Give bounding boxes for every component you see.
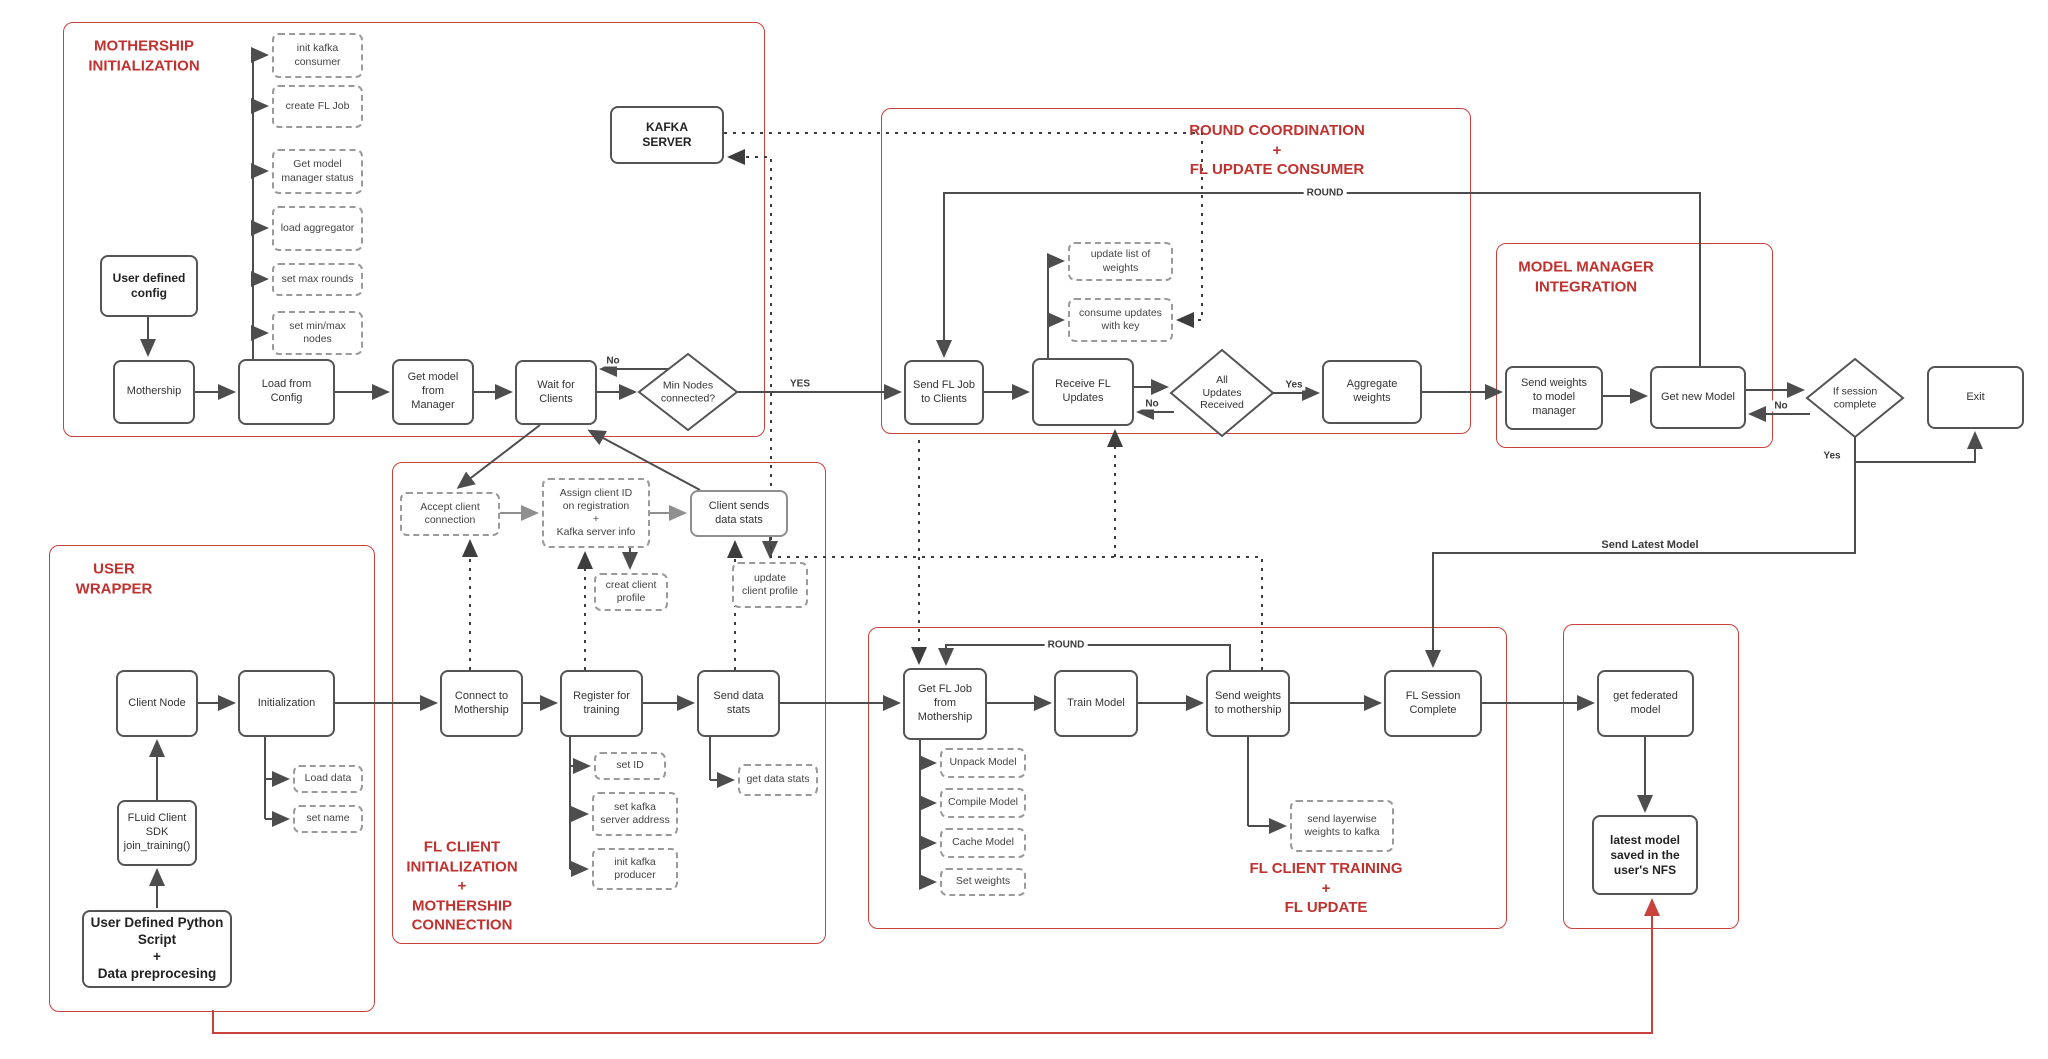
node-load-data: Load data: [293, 765, 363, 793]
edge-label-no-min-nodes: No: [603, 355, 623, 367]
node-set-max-rounds: set max rounds: [272, 263, 363, 296]
node-kafka-server: KAFKA SERVER: [610, 106, 724, 164]
node-wait-for-clients: Wait for Clients: [515, 360, 597, 425]
node-load-from-config: Load from Config: [238, 359, 335, 425]
section-model-manager: [1496, 243, 1773, 448]
node-init-kafka-consumer: init kafka consumer: [272, 33, 363, 78]
node-connect-to-mothership: Connect to Mothership: [440, 670, 523, 737]
node-get-fl-job-from-mothership: Get FL Job from Mothership: [903, 668, 987, 740]
node-set-weights: Set weights: [940, 868, 1026, 896]
node-mothership: Mothership: [113, 360, 195, 424]
node-set-name: set name: [293, 805, 363, 833]
section-title-model-manager: MODEL MANAGER INTEGRATION: [1518, 258, 1654, 296]
node-get-federated-model: get federated model: [1597, 670, 1694, 737]
node-compile-model: Compile Model: [940, 788, 1026, 818]
node-get-model-from-manager: Get model from Manager: [392, 359, 474, 425]
edge-label-send-latest-model: Send Latest Model: [1598, 539, 1702, 551]
node-fluid-client-sdk: FLuid Client SDK join_training(): [117, 800, 197, 866]
section-fl-client-training: [868, 627, 1507, 929]
node-client-sends-data-stats: Client sends data stats: [690, 490, 788, 537]
node-consume-updates-with-key: consume updates with key: [1068, 298, 1173, 342]
node-set-kafka-server-address: set kafka server address: [592, 792, 678, 836]
node-get-model-manager-status: Get model manager status: [272, 149, 363, 194]
section-title-fl-client-init: FL CLIENT INITIALIZATION + MOTHERSHIP CO…: [406, 838, 518, 934]
edge-label-yes-all-updates: Yes: [1282, 379, 1306, 391]
node-create-fl-job: create FL Job: [272, 85, 363, 128]
decision-diamond-if-session-complete: [1805, 357, 1905, 439]
node-send-fl-job-to-clients: Send FL Job to Clients: [904, 360, 984, 425]
node-user-defined-python-script: User Defined Python Script + Data prepro…: [82, 910, 232, 988]
node-get-data-stats: get data stats: [738, 764, 818, 796]
node-get-new-model: Get new Model: [1650, 366, 1746, 429]
node-assign-client-id: Assign client ID on registration + Kafka…: [542, 478, 650, 548]
edge-label-yes-session: Yes: [1820, 450, 1844, 462]
node-fl-session-complete: FL Session Complete: [1384, 670, 1482, 737]
node-unpack-model: Unpack Model: [940, 748, 1026, 778]
node-accept-client-connection: Accept client connection: [400, 492, 500, 536]
edge-label-no-session: No: [1771, 400, 1791, 412]
edge-label-yes-min-nodes: YES: [786, 378, 814, 390]
node-init-kafka-producer: init kafka producer: [592, 848, 678, 890]
section-mothership-init: [63, 22, 765, 437]
node-creat-client-profile: creat client profile: [594, 573, 668, 611]
node-aggregate-weights: Aggregate weights: [1322, 360, 1422, 424]
section-title-user-wrapper: USER WRAPPER: [75, 560, 153, 598]
node-train-model: Train Model: [1054, 670, 1138, 737]
node-cache-model: Cache Model: [940, 828, 1026, 858]
section-title-fl-client-training: FL CLIENT TRAINING + FL UPDATE: [1249, 859, 1403, 916]
decision-diamond-all-updates-received: [1169, 348, 1275, 438]
edge-label-round-training: ROUND: [1044, 639, 1088, 651]
node-initialization: Initialization: [238, 670, 335, 737]
section-title-mothership-init: MOTHERSHIP INITIALIZATION: [88, 37, 200, 75]
node-user-defined-config: User defined config: [100, 255, 198, 317]
node-latest-model-nfs: latest model saved in the user's NFS: [1592, 815, 1698, 895]
node-receive-fl-updates: Receive FL Updates: [1032, 358, 1134, 426]
node-set-id: set ID: [594, 752, 666, 780]
node-update-client-profile: update client profile: [732, 562, 808, 608]
node-load-aggregator: load aggregator: [272, 206, 363, 251]
node-send-layerwise-weights: send layerwise weights to kafka: [1290, 800, 1394, 852]
node-client-node: Client Node: [116, 670, 198, 737]
node-set-min-max-nodes: set min/max nodes: [272, 311, 363, 355]
node-register-for-training: Register for training: [560, 670, 643, 737]
node-send-weights-to-model-manager: Send weights to model manager: [1505, 366, 1603, 430]
edge-label-round-top: ROUND: [1303, 187, 1347, 199]
decision-diamond-min-nodes-connected: [637, 352, 739, 432]
node-send-data-stats: Send data stats: [697, 670, 780, 737]
node-update-list-of-weights: update list of weights: [1068, 242, 1173, 281]
section-round-coordination: [881, 108, 1471, 434]
node-send-weights-to-mothership: Send weights to mothership: [1206, 670, 1290, 737]
node-exit: Exit: [1927, 366, 2024, 429]
section-title-round-coordination: ROUND COORDINATION + FL UPDATE CONSUMER: [1189, 121, 1365, 178]
edge-label-no-all-updates: No: [1142, 398, 1162, 410]
